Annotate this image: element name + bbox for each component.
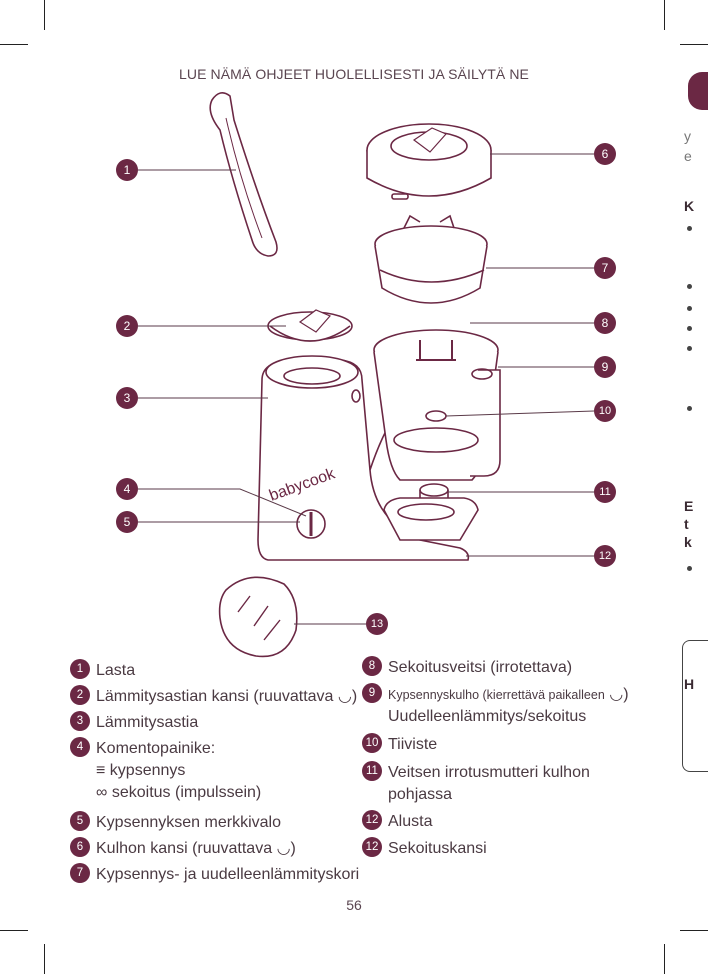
- legend-item: 2 Lämmitysastian kansi (ruuvattava ◡): [70, 686, 357, 708]
- side-bullet: [687, 566, 692, 571]
- legend-item: 4 Komentopainike: ≡ kypsennys ∞ sekoitus…: [70, 738, 261, 804]
- legend-label-line2: Uudelleenlämmitys/sekoitus: [388, 708, 586, 725]
- callout-4: 4: [116, 478, 138, 500]
- steam-icon: ≡: [96, 762, 105, 779]
- side-bullet: [687, 226, 692, 231]
- side-text: e: [684, 148, 692, 164]
- legend-paren: ): [352, 688, 357, 705]
- side-bullet: [687, 406, 692, 411]
- mixing-lid-drawing: [220, 577, 297, 656]
- callout-5: 5: [116, 511, 138, 533]
- legend-label: Lasta: [96, 660, 135, 682]
- section-tab: [688, 72, 708, 110]
- callout-9: 9: [594, 356, 616, 378]
- callout-3: 3: [116, 387, 138, 409]
- legend-sub: sekoitus (impulssein): [112, 784, 261, 801]
- side-bullet: [687, 326, 692, 331]
- side-heading: K: [684, 198, 694, 214]
- legend-label: Tiiviste: [388, 734, 437, 756]
- callout-8: 8: [594, 312, 616, 334]
- legend-number: 8: [362, 656, 382, 676]
- legend-number: 6: [70, 837, 90, 857]
- callout-10: 10: [594, 400, 616, 422]
- legend-number: 12: [362, 810, 382, 830]
- legend-item: 10 Tiiviste: [362, 734, 437, 756]
- legend-number: 11: [362, 761, 382, 781]
- callout-7: 7: [594, 257, 616, 279]
- legend-item: 1 Lasta: [70, 660, 135, 682]
- screw-icon: ◡: [277, 840, 291, 857]
- legend-label-line2: pohjassa: [388, 786, 452, 803]
- legend-label: Sekoituskansi: [388, 838, 487, 860]
- legend-label: Lämmitysastian kansi (ruuvattava: [96, 688, 333, 705]
- basket-drawing: [375, 216, 487, 303]
- legend-label: Kypsennyskulho (kierrettävä paikalleen: [388, 688, 605, 702]
- legend-number: 5: [70, 811, 90, 831]
- legend-item: 3 Lämmitysastia: [70, 712, 198, 734]
- cooking-bowl-drawing: [374, 330, 500, 480]
- page-number: 56: [0, 897, 708, 913]
- legend-item: 6 Kulhon kansi (ruuvattava ◡): [70, 838, 296, 860]
- legend-item: 7 Kypsennys- ja uudelleenlämmityskori: [70, 864, 359, 886]
- side-heading: t: [684, 516, 689, 532]
- bowl-lid-drawing: [367, 124, 491, 199]
- legend-number: 7: [70, 863, 90, 883]
- legend-number: 12: [362, 837, 382, 857]
- callout-13: 13: [366, 613, 388, 635]
- legend-label: Kulhon kansi (ruuvattava: [96, 840, 272, 857]
- screw-icon: ◡: [609, 686, 623, 703]
- screw-icon: ◡: [338, 688, 352, 705]
- legend-item: 12 Alusta: [362, 811, 432, 833]
- callout-1: 1: [116, 159, 138, 181]
- callout-2: 2: [116, 315, 138, 337]
- legend-item: 5 Kypsennyksen merkkivalo: [70, 812, 281, 834]
- legend-item: 9 Kypsennyskulho (kierrettävä paikalleen…: [362, 684, 629, 728]
- legend-number: 1: [70, 659, 90, 679]
- legend-number: 4: [70, 737, 90, 757]
- legend-label: Kypsennys- ja uudelleenlämmityskori: [96, 864, 359, 886]
- legend-label: Sekoitusveitsi (irrotettava): [388, 657, 572, 679]
- side-bullet: [687, 284, 692, 289]
- legend-paren: ): [623, 686, 628, 703]
- legend-number: 2: [70, 685, 90, 705]
- legend-label: Kypsennyksen merkkivalo: [96, 812, 281, 834]
- side-bullet: [687, 306, 692, 311]
- callout-12: 12: [594, 545, 616, 567]
- side-box: [682, 640, 708, 772]
- legend-number: 9: [362, 683, 382, 703]
- legend-item: 12 Sekoituskansi: [362, 838, 487, 860]
- legend-number: 3: [70, 711, 90, 731]
- legend-label: Alusta: [388, 811, 432, 833]
- legend-item: 8 Sekoitusveitsi (irrotettava): [362, 657, 572, 679]
- legend-paren: ): [291, 840, 296, 857]
- side-bullet: [687, 346, 692, 351]
- legend-label: Veitsen irrotusmutteri kulhon: [388, 764, 590, 781]
- side-heading: E: [684, 498, 693, 514]
- side-heading: H: [684, 676, 694, 692]
- side-heading: k: [684, 534, 692, 550]
- callout-11: 11: [594, 481, 616, 503]
- callout-6: 6: [594, 143, 616, 165]
- legend-sub: kypsennys: [110, 762, 186, 779]
- legend-label: Lämmitysastia: [96, 712, 198, 734]
- legend-item: 11 Veitsen irrotusmutteri kulhon pohjass…: [362, 762, 590, 806]
- legend-label: Komentopainike:: [96, 740, 215, 757]
- spatula-drawing: [210, 93, 277, 256]
- blade-icon: ∞: [96, 784, 107, 801]
- side-text: y: [684, 128, 691, 144]
- legend-number: 10: [362, 733, 382, 753]
